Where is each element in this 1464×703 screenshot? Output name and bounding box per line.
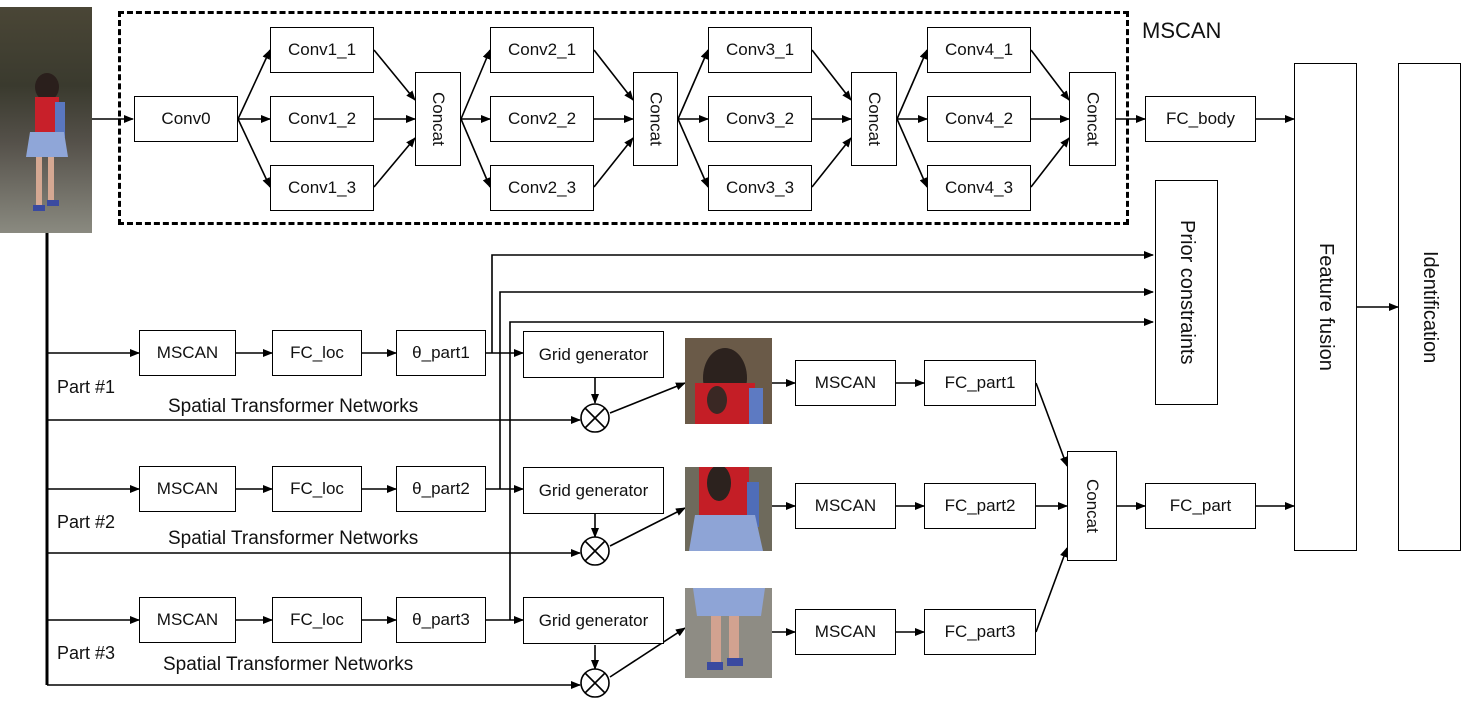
edge-concat1-conv2-1	[460, 49, 491, 120]
edge-concat1-conv2-3	[460, 118, 491, 188]
mscan-group-box	[118, 11, 1129, 225]
part1-theta-node: θ_part1	[396, 330, 486, 376]
part1-fc-part-node: FC_part1	[924, 360, 1036, 406]
part1-mscan-node: MSCAN	[139, 330, 236, 376]
part3-grid-generator-node: Grid generator	[523, 597, 664, 644]
edge-conv2-1-concat2	[593, 49, 634, 101]
conv1-2-node: Conv1_2	[270, 96, 374, 142]
conv0-node: Conv0	[134, 96, 238, 142]
conv4-2-node: Conv4_2	[927, 96, 1031, 142]
edge-fcpart3-concatp	[1035, 547, 1068, 633]
part3-crop-image	[685, 588, 772, 678]
part3-label: Part #3	[57, 643, 116, 663]
edge-fcpart1-concatp	[1035, 382, 1068, 467]
edge-theta2-prior	[499, 288, 1154, 489]
conv4-1-node: Conv4_1	[927, 27, 1031, 73]
part2-mscan-node: MSCAN	[139, 466, 236, 512]
part1-mscan2-node: MSCAN	[795, 360, 896, 406]
multiply-node-3	[580, 668, 610, 698]
part3-fc-loc-node: FC_loc	[272, 597, 362, 643]
input-person-image	[0, 7, 92, 233]
edge-concat2-conv3-3	[677, 118, 709, 188]
prior-constraints-node: Prior constraints	[1155, 180, 1218, 405]
concat3-node: Concat	[851, 72, 897, 166]
part3-fc-part-node: FC_part3	[924, 609, 1036, 655]
conv3-1-node: Conv3_1	[708, 27, 812, 73]
conv4-3-node: Conv4_3	[927, 165, 1031, 211]
part2-fc-part-node: FC_part2	[924, 483, 1036, 529]
mscan-group-label: MSCAN	[1142, 18, 1222, 43]
edge-theta3-prior	[509, 318, 1154, 620]
fc-part-node: FC_part	[1145, 483, 1256, 529]
edge-theta1-prior	[491, 251, 1154, 353]
multiply-node-2	[580, 536, 610, 566]
conv2-2-node: Conv2_2	[490, 96, 594, 142]
edge-conv4-1-concat4	[1030, 49, 1070, 101]
edge-conv3-1-concat3	[811, 49, 852, 101]
conv2-1-node: Conv2_1	[490, 27, 594, 73]
part3-mscan2-node: MSCAN	[795, 609, 896, 655]
part3-mscan-node: MSCAN	[139, 597, 236, 643]
edge-conv3-3-concat3	[811, 137, 852, 188]
parts-concat-node: Concat	[1067, 451, 1117, 561]
conv3-2-node: Conv3_2	[708, 96, 812, 142]
edge-mult1-img1	[609, 382, 686, 414]
edge-concat3-conv4-1	[896, 49, 928, 120]
part3-theta-node: θ_part3	[396, 597, 486, 643]
part2-theta-node: θ_part2	[396, 466, 486, 512]
part3-stn-label: Spatial Transformer Networks	[163, 654, 414, 675]
feature-fusion-node: Feature fusion	[1294, 63, 1357, 551]
part2-label: Part #2	[57, 512, 116, 532]
edge-conv1-3-concat1	[373, 137, 416, 188]
part1-label: Part #1	[57, 377, 116, 397]
part1-grid-generator-node: Grid generator	[523, 331, 664, 378]
edge-mult2-img2	[609, 507, 686, 547]
identification-node: Identification	[1398, 63, 1461, 551]
edge-conv4-3-concat4	[1030, 137, 1070, 188]
edge-conv1-1-concat1	[373, 49, 416, 101]
edge-conv0-conv1-1	[237, 49, 271, 120]
part2-grid-generator-node: Grid generator	[523, 467, 664, 514]
multiply-node-1	[580, 403, 610, 433]
conv3-3-node: Conv3_3	[708, 165, 812, 211]
part2-stn-label: Spatial Transformer Networks	[168, 528, 419, 549]
concat2-node: Concat	[633, 72, 678, 166]
part2-crop-image	[685, 467, 772, 551]
part2-mscan2-node: MSCAN	[795, 483, 896, 529]
edge-mult3-img3	[609, 627, 686, 678]
concat4-node: Concat	[1069, 72, 1116, 166]
edge-conv2-3-concat2	[593, 137, 634, 188]
part1-fc-loc-node: FC_loc	[272, 330, 362, 376]
edge-concat3-conv4-3	[896, 118, 928, 188]
concat1-node: Concat	[415, 72, 461, 166]
conv1-1-node: Conv1_1	[270, 27, 374, 73]
part1-stn-label: Spatial Transformer Networks	[168, 396, 419, 417]
edge-concat2-conv3-1	[677, 49, 709, 120]
fc-body-node: FC_body	[1145, 96, 1256, 142]
conv2-3-node: Conv2_3	[490, 165, 594, 211]
part1-crop-image	[685, 338, 772, 424]
edge-conv0-conv1-3	[237, 118, 271, 188]
conv1-3-node: Conv1_3	[270, 165, 374, 211]
part2-fc-loc-node: FC_loc	[272, 466, 362, 512]
